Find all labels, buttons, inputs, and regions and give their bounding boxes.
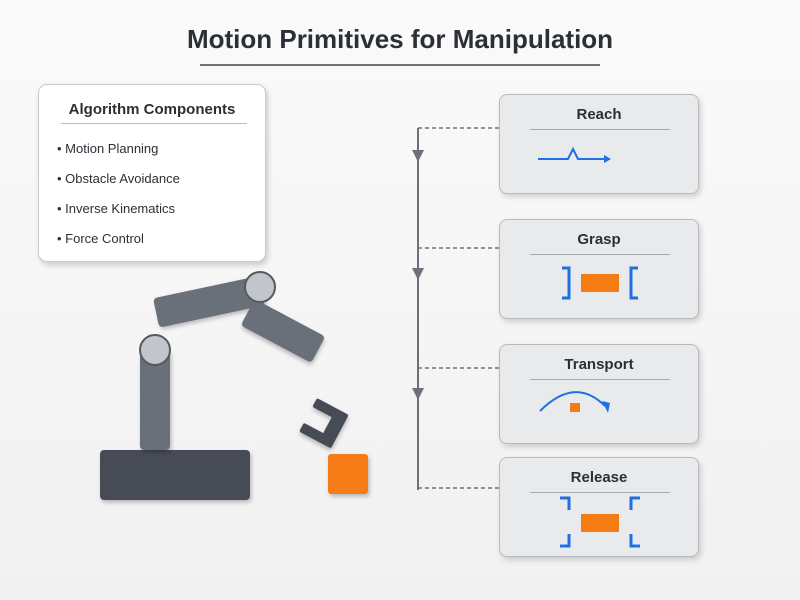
list-item-obstacle-avoidance: • Obstacle Avoidance	[57, 171, 180, 186]
primitive-label: Grasp	[577, 231, 621, 248]
reach-path-icon	[538, 146, 611, 163]
target-object	[328, 454, 368, 494]
elbow-joint	[244, 271, 276, 303]
algorithm-components-list: • Motion Planning • Obstacle Avoidance •…	[57, 141, 180, 261]
shoulder-joint	[139, 334, 171, 366]
robot-upper-link	[153, 276, 265, 327]
list-item-motion-planning: • Motion Planning	[57, 141, 159, 156]
primitive-card-grasp: Grasp	[499, 219, 699, 319]
diagram-title: Motion Primitives for Manipulation	[186, 24, 614, 54]
title-underline	[200, 64, 600, 66]
primitive-label: Reach	[576, 106, 622, 123]
flow-arrow-icon	[412, 388, 424, 400]
flow-arrow-icon	[412, 268, 424, 280]
flow-connector	[412, 127, 499, 490]
list-item-force-control: • Force Control	[57, 231, 144, 246]
flow-arrow-icon	[412, 150, 424, 162]
algorithm-components-heading: Algorithm Components	[68, 101, 236, 118]
robot-forearm-link	[242, 300, 324, 362]
card-divider	[530, 129, 670, 130]
algorithm-components-panel: Algorithm Components • Motion Planning •…	[38, 84, 266, 262]
primitive-card-release: Release	[499, 457, 699, 557]
panel-divider	[61, 123, 247, 124]
primitive-card-transport: Transport	[499, 344, 699, 444]
list-item-inverse-kinematics: • Inverse Kinematics	[57, 201, 175, 216]
card-divider	[530, 379, 670, 380]
card-divider	[530, 492, 670, 493]
release-icon	[560, 496, 640, 548]
robot-base	[100, 450, 250, 500]
primitive-card-reach: Reach	[499, 94, 699, 194]
primitive-label: Transport	[564, 356, 634, 373]
card-divider	[530, 254, 670, 255]
transport-arc-icon	[539, 391, 610, 413]
gripper	[299, 398, 349, 448]
robot-lower-link	[140, 350, 170, 450]
grasp-icon	[562, 266, 638, 300]
primitive-label: Release	[570, 469, 628, 486]
